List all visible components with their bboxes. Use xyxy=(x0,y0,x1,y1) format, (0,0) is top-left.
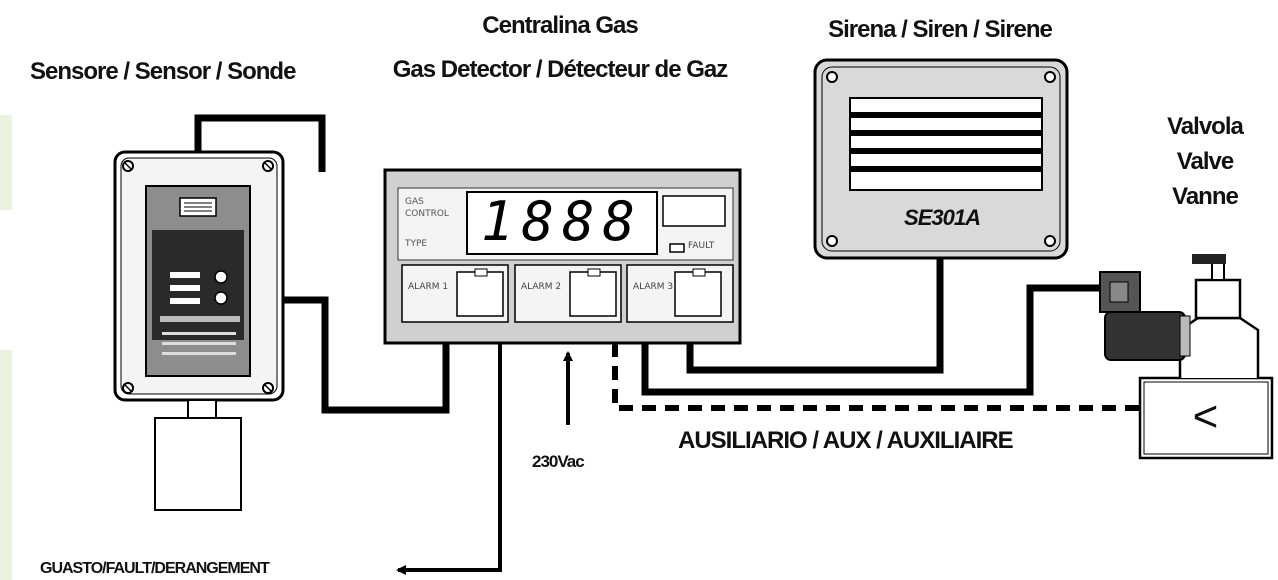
siren-unit xyxy=(813,58,1069,260)
alarm-2-label: ALARM 2 xyxy=(521,282,562,292)
siren-title: Sirena / Siren / Sirene xyxy=(828,16,1053,43)
sensor-unit xyxy=(113,150,285,511)
fault-led-label: FAULT xyxy=(688,241,715,251)
svg-text:TYPE: TYPE xyxy=(404,239,427,249)
valve-unit xyxy=(1099,254,1274,460)
sensor-stem xyxy=(187,399,217,419)
alarm-panels xyxy=(401,264,734,323)
valve-wire xyxy=(641,284,1100,396)
sensor-head xyxy=(154,417,242,511)
fault-led xyxy=(669,243,685,253)
valve-title-line1: Valvola xyxy=(1167,113,1244,140)
aux-label: AUSILIARIO / AUX / AUXILIAIRE xyxy=(678,427,1014,454)
detector-display-value: 1888 xyxy=(480,190,644,253)
detector-title-line1: Centralina Gas xyxy=(482,12,638,39)
sensor-title: Sensore / Sensor / Sonde xyxy=(30,58,296,85)
svg-text:CONTROL: CONTROL xyxy=(405,209,449,219)
detector-display xyxy=(466,191,658,255)
siren-model: SE301A xyxy=(904,205,981,230)
sensor-top-wire xyxy=(194,114,326,172)
aux-dashed-wire xyxy=(612,343,1140,411)
svg-text:GAS: GAS xyxy=(405,197,424,207)
wires xyxy=(194,114,1140,575)
fault-output-wire xyxy=(396,343,502,575)
left-edge-strip-bottom xyxy=(0,350,12,580)
siren-grille xyxy=(849,97,1043,191)
siren-wire xyxy=(686,258,944,374)
detector-title-line2: Gas Detector / Détecteur de Gaz xyxy=(392,56,728,83)
valve-flow-symbol: < xyxy=(1192,392,1219,441)
sensor-signal-wire xyxy=(228,296,450,414)
fault-label: GUASTO/FAULT/DERANGEMENT xyxy=(40,560,270,577)
valve-knob xyxy=(1192,254,1226,264)
valve-solenoid xyxy=(1104,311,1186,361)
alarm-3-label: ALARM 3 xyxy=(633,282,674,292)
detector-label-window xyxy=(662,195,726,227)
valve-title-line3: Vanne xyxy=(1172,183,1239,210)
alarm-1-label: ALARM 1 xyxy=(408,282,449,292)
valve-title-line2: Valve xyxy=(1176,148,1234,175)
power-label: 230Vac xyxy=(532,452,585,471)
left-edge-strip-top xyxy=(0,115,12,210)
detector-unit: GAS CONTROL TYPE xyxy=(383,168,742,345)
